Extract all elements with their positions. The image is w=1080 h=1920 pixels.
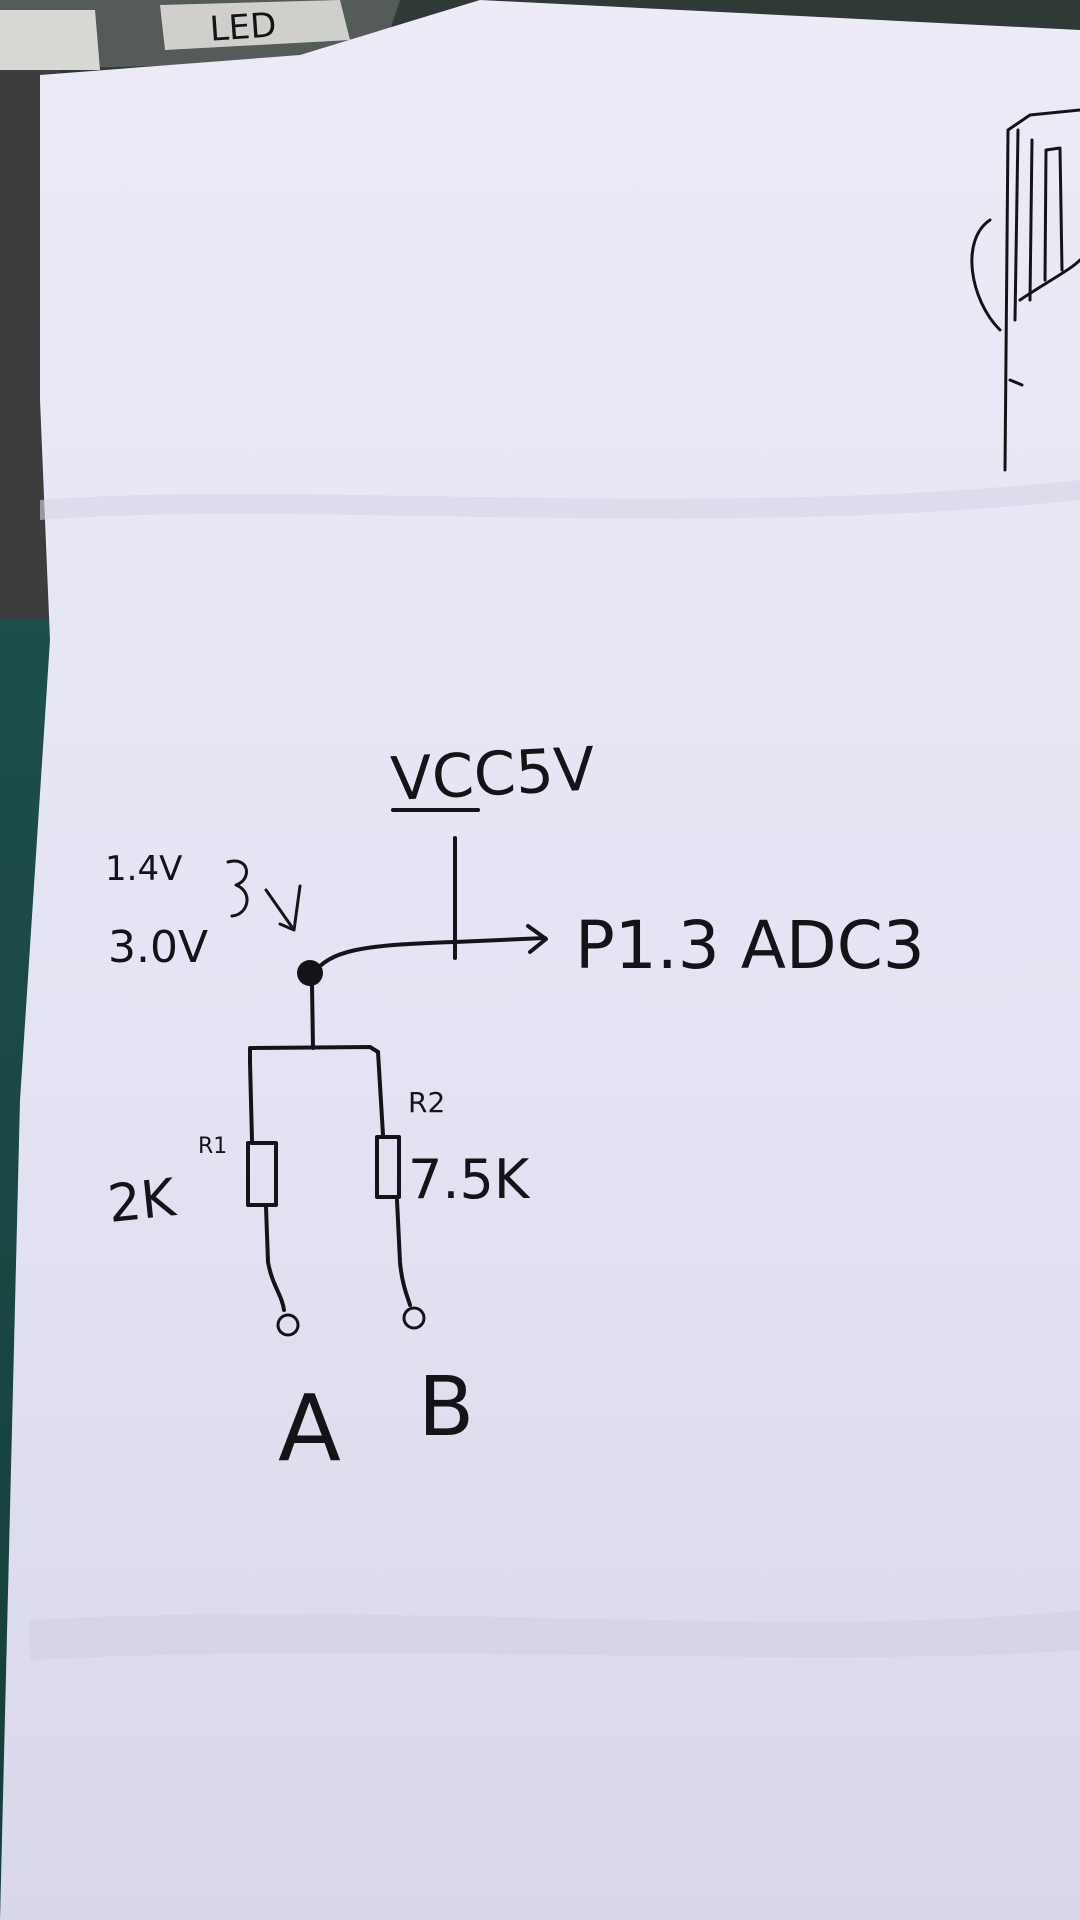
r2-designator: R2 xyxy=(408,1086,445,1119)
r2-bottom-wire xyxy=(395,1198,412,1307)
paper-fold-shadow-lower xyxy=(30,1610,1080,1660)
split-bus-wire xyxy=(248,1045,380,1065)
circuit-diagram: VCC5V P1.3 ADC3 1.4V 3.0V R1 2K R2 xyxy=(105,734,925,1482)
node-drop-wire xyxy=(310,983,315,1050)
r2-top-wire xyxy=(376,1050,385,1137)
r1-top-wire xyxy=(248,1061,254,1142)
output-label: P1.3 ADC3 xyxy=(575,907,925,984)
voltage-high-label: 3.0V xyxy=(108,922,208,973)
output-arrowhead xyxy=(526,924,548,954)
paper-fold-shadow xyxy=(40,480,1080,520)
r1-value: 2K xyxy=(105,1168,180,1235)
r2-value: 7.5K xyxy=(408,1148,531,1211)
terminal-b-label: B xyxy=(418,1360,474,1455)
partial-sketch-top-right xyxy=(970,108,1080,472)
voltage-brace xyxy=(226,859,249,918)
junction-node xyxy=(297,960,323,986)
terminal-a-pad xyxy=(276,1313,300,1337)
voltage-low-label: 1.4V xyxy=(105,849,182,889)
terminal-b-pad xyxy=(402,1306,426,1330)
r1-resistor xyxy=(246,1141,278,1207)
voltage-pointer-arrow xyxy=(264,884,302,932)
component-box: LED xyxy=(0,0,400,70)
terminal-a-label: A xyxy=(278,1375,341,1482)
r2-resistor xyxy=(375,1135,401,1199)
vcc-label: VCC5V xyxy=(389,734,596,815)
r1-bottom-wire xyxy=(264,1205,286,1312)
r1-designator: R1 xyxy=(198,1134,227,1159)
led-label: LED xyxy=(208,5,277,50)
